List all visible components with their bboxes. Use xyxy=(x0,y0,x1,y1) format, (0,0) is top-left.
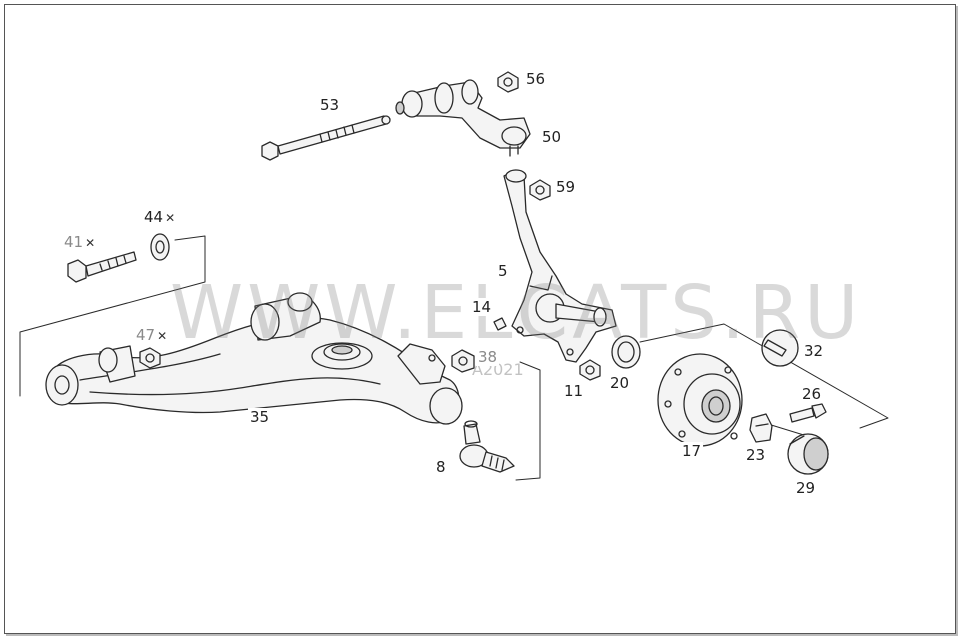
replacement-mark-icon: ✕ xyxy=(157,329,168,343)
callout-41[interactable]: 41✕ xyxy=(62,233,98,252)
bolt-14 xyxy=(493,317,507,331)
bearing-20 xyxy=(611,335,641,369)
callout-23[interactable]: 23 xyxy=(744,446,768,464)
nut-47 xyxy=(139,347,161,369)
ball-joint-8 xyxy=(459,420,515,473)
lower-control-arm xyxy=(45,292,463,425)
bolt-53 xyxy=(261,115,391,161)
callout-47-number: 47 xyxy=(136,326,156,344)
dust-cap-29 xyxy=(787,433,829,475)
replacement-mark-icon: ✕ xyxy=(85,236,96,250)
wheel-hub-17 xyxy=(657,353,743,447)
replacement-mark-icon: ✕ xyxy=(165,211,176,225)
callout-41-number: 41 xyxy=(64,233,84,251)
upper-control-arm xyxy=(395,79,531,157)
washer-44 xyxy=(150,233,170,261)
bolt-26 xyxy=(789,403,827,423)
nut-59 xyxy=(529,179,551,201)
wrench-32 xyxy=(761,329,799,367)
callout-32[interactable]: 32 xyxy=(802,342,826,360)
callout-35[interactable]: 35 xyxy=(248,408,272,426)
nut-11 xyxy=(579,359,601,381)
callout-20[interactable]: 20 xyxy=(608,374,632,392)
callout-8[interactable]: 8 xyxy=(434,458,448,476)
callout-29[interactable]: 29 xyxy=(794,479,818,497)
nut-56 xyxy=(497,71,519,93)
callout-44[interactable]: 44✕ xyxy=(142,208,178,227)
bolt-41 xyxy=(67,251,137,283)
callout-56[interactable]: 56 xyxy=(524,70,548,88)
callout-44-number: 44 xyxy=(144,208,164,226)
callout-17[interactable]: 17 xyxy=(680,442,704,460)
callout-11[interactable]: 11 xyxy=(562,382,586,400)
callout-47[interactable]: 47✕ xyxy=(134,326,170,345)
callout-14[interactable]: 14 xyxy=(470,298,494,316)
steering-knuckle xyxy=(503,169,617,363)
callout-5[interactable]: 5 xyxy=(496,262,510,280)
callout-26[interactable]: 26 xyxy=(800,385,824,403)
callout-59[interactable]: 59 xyxy=(554,178,578,196)
callout-53[interactable]: 53 xyxy=(318,96,342,114)
clip-23 xyxy=(749,413,773,443)
callout-50[interactable]: 50 xyxy=(540,128,564,146)
nut-38 xyxy=(451,349,475,373)
callout-38[interactable]: 38 xyxy=(476,348,500,366)
